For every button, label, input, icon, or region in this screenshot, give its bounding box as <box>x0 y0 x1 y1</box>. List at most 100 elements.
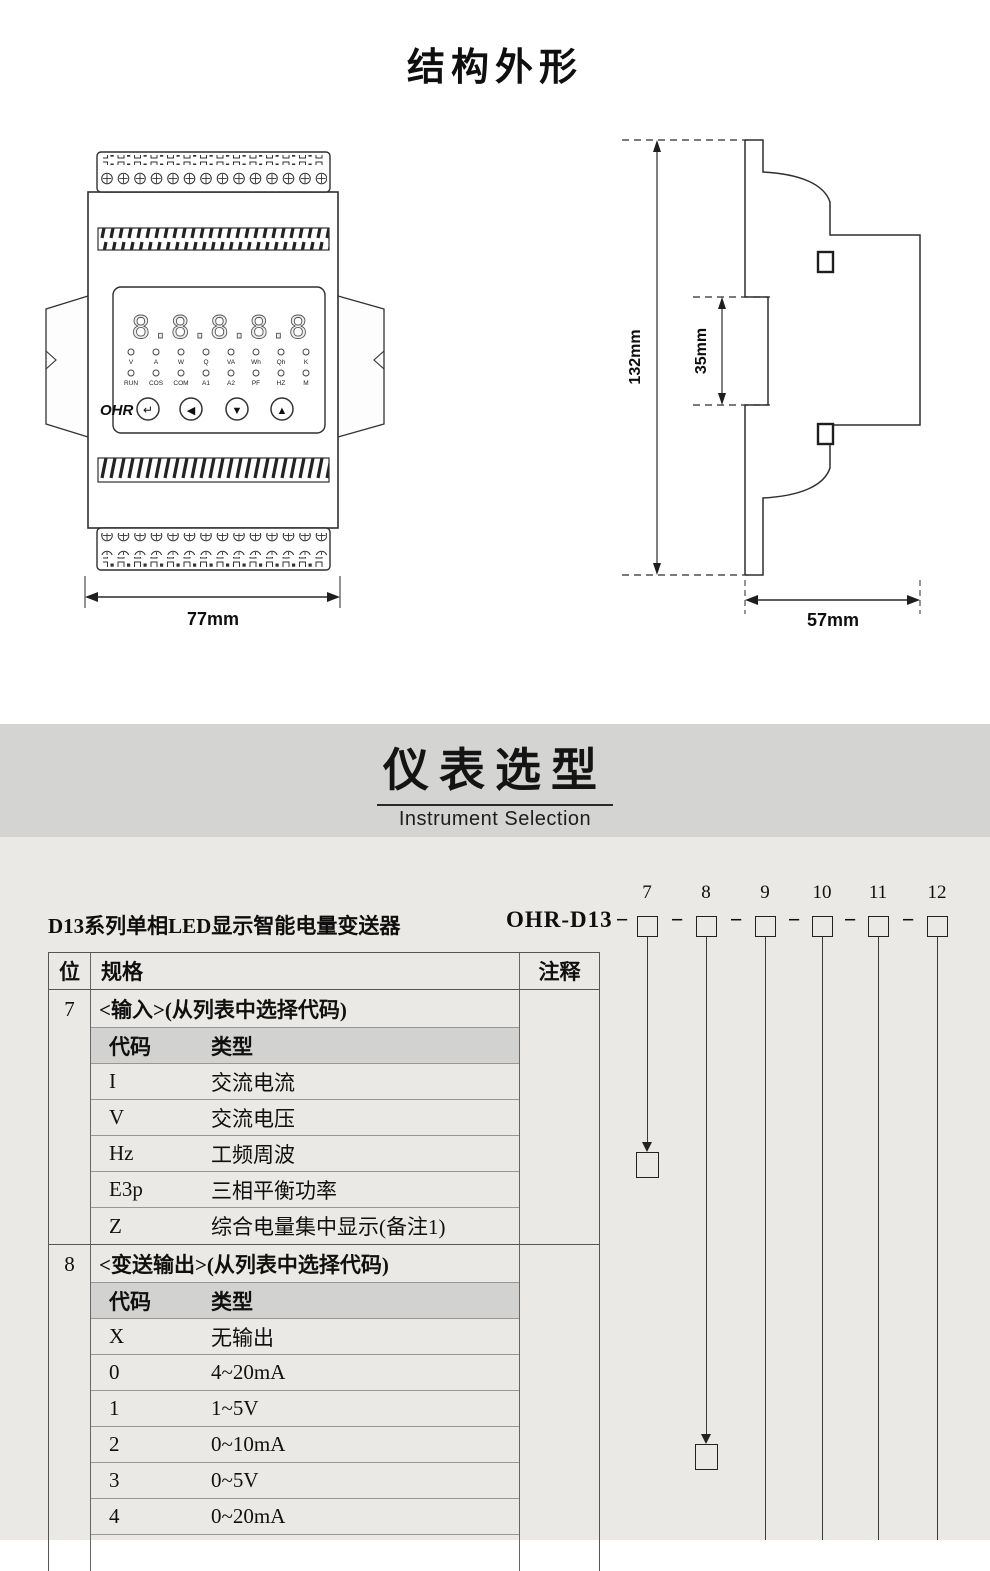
spec-cell: Z 综合电量集中显示(备注1) <box>91 1208 519 1244</box>
type-value: 无输出 <box>211 1325 274 1350</box>
table-row: 4 0~20mA <box>49 1499 599 1535</box>
led-label: A2 <box>227 380 235 387</box>
control-buttons: ↵ ◀ ▼ ▲ <box>136 397 294 421</box>
din-rail-notch-right <box>373 350 385 370</box>
din-rail-tab-right <box>337 295 385 438</box>
type-header: 类型 <box>211 1289 253 1314</box>
led-label: COM <box>173 380 188 387</box>
model-separator: − <box>670 907 684 932</box>
code-value: E3p <box>109 1177 143 1201</box>
section-pos: 8 <box>49 1245 91 1283</box>
position-number-7: 7 <box>642 882 652 903</box>
model-separator: − <box>787 907 801 932</box>
spec-cell: 0 4~20mA <box>91 1355 519 1391</box>
connector-line-12 <box>937 937 938 1540</box>
pos-cell <box>49 1136 91 1172</box>
structure-section-title: 结构外形 <box>406 47 583 89</box>
position-number-8: 8 <box>701 882 711 903</box>
selection-section-background <box>0 837 990 1540</box>
connector-line-9 <box>765 937 766 1540</box>
terminal-slots-top <box>103 155 324 165</box>
type-value: 0~5V <box>211 1468 259 1492</box>
note-cell <box>519 1499 599 1535</box>
table-row: 3 0~5V <box>49 1463 599 1499</box>
enter-button <box>136 397 160 421</box>
pos-cell <box>49 1355 91 1391</box>
spec-cell: Hz 工频周波 <box>91 1136 519 1172</box>
connector-line-10 <box>822 937 823 1540</box>
code-value: 4 <box>109 1504 120 1528</box>
note-cell <box>519 1463 599 1499</box>
section-pos: 7 <box>49 990 91 1028</box>
model-separator: − <box>615 907 629 932</box>
led-labels-row1: V A W Q VA Wh Qh K <box>129 359 309 366</box>
led-label: Qh <box>277 359 286 366</box>
enter-button-icon: ↵ <box>143 403 153 417</box>
led-label: W <box>178 359 185 366</box>
terminal-slots-bottom <box>103 557 324 567</box>
code-type-header: 代码 类型 <box>91 1283 519 1319</box>
side-view-drawing: 132mm 35mm 57mm <box>622 139 921 630</box>
code-value: X <box>109 1324 125 1348</box>
model-code-box-10 <box>812 916 833 937</box>
model-code-box-7 <box>637 916 658 937</box>
code-value: 3 <box>109 1468 120 1492</box>
type-value: 1~5V <box>211 1396 259 1420</box>
model-code-box-8 <box>696 916 717 937</box>
led-label: Wh <box>251 359 261 366</box>
vent-grille-top <box>97 227 330 251</box>
position-number-9: 9 <box>760 882 770 903</box>
pos-cell <box>49 1427 91 1463</box>
note-cell <box>519 1391 599 1427</box>
note-cell <box>519 1245 599 1283</box>
connector-arrow-7 <box>642 1142 652 1152</box>
table-row: 1 1~5V <box>49 1391 599 1427</box>
mounting-clip-bottom <box>816 422 835 446</box>
selection-table: 位 规格 注释 7 <输入>(从列表中选择代码) 代码 类型 I 交流电流 V … <box>48 952 600 1571</box>
code-header: 代码 <box>109 1289 151 1314</box>
selection-title: 仪表选型 <box>377 734 613 806</box>
note-cell <box>519 1427 599 1463</box>
code-header: 代码 <box>109 1034 151 1059</box>
seven-segment-display: 8.8.8.8.8 <box>132 310 309 346</box>
note-cell <box>519 1208 599 1244</box>
model-separator: − <box>901 907 915 932</box>
position-number-12: 12 <box>927 882 947 903</box>
din-rail-notch-left <box>45 350 57 370</box>
position-number-10: 10 <box>812 882 832 903</box>
table-header-row: 位 规格 注释 <box>49 953 599 990</box>
code-value: I <box>109 1069 116 1093</box>
led-indicators-row2 <box>127 369 310 377</box>
table-row: E3p 三相平衡功率 <box>49 1172 599 1208</box>
code-value: V <box>109 1105 125 1129</box>
table-row: Z 综合电量集中显示(备注1) <box>49 1208 599 1244</box>
type-header: 类型 <box>211 1034 253 1059</box>
model-code-box-12 <box>927 916 948 937</box>
led-label: A1 <box>202 380 210 387</box>
up-button <box>270 397 294 421</box>
col-header-spec: 规格 <box>101 960 143 984</box>
type-value: 工频周波 <box>211 1142 295 1167</box>
table-row: Hz 工频周波 <box>49 1136 599 1172</box>
note-cell <box>519 1535 599 1571</box>
led-label: A <box>154 359 159 366</box>
series-label: D13系列单相LED显示智能电量变送器 <box>48 914 401 938</box>
pos-cell <box>49 1172 91 1208</box>
model-code-box-9 <box>755 916 776 937</box>
spec-cell: 2 0~10mA <box>91 1427 519 1463</box>
led-indicators-row1 <box>127 348 310 356</box>
terminal-screws-top <box>101 166 327 188</box>
note-cell <box>519 1064 599 1100</box>
code-value: Hz <box>109 1141 134 1165</box>
pos-cell <box>49 1028 91 1064</box>
type-value: 0~20mA <box>211 1504 286 1528</box>
led-labels-row2: RUN COS COM A1 A2 PF HZ M <box>124 380 309 387</box>
table-row: 0 4~20mA <box>49 1355 599 1391</box>
led-label: RUN <box>124 380 138 387</box>
mounting-clip-top <box>816 250 835 274</box>
structure-drawings: 8.8.8.8.8 V A W Q VA Wh Qh K RUN COS COM <box>45 139 921 630</box>
pos-cell <box>49 1391 91 1427</box>
display-panel <box>112 286 326 434</box>
type-value: 交流电流 <box>211 1070 295 1095</box>
col-header-pos: 位 <box>49 953 91 989</box>
